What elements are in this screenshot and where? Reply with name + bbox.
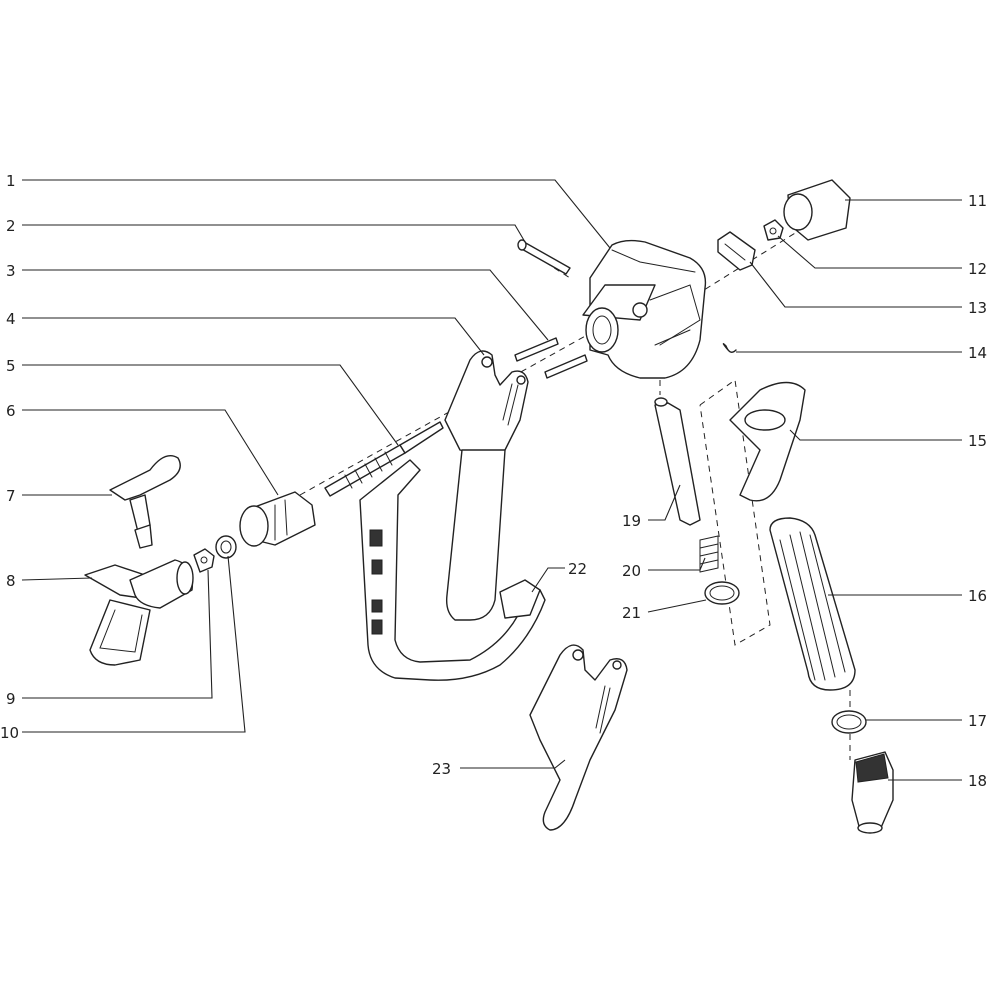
callout-13: 13 — [968, 299, 987, 317]
callout-4: 4 — [6, 310, 16, 328]
callout-8: 8 — [6, 572, 16, 590]
part-8-tip-guard — [84, 559, 194, 666]
part-13-packing — [717, 231, 756, 271]
part-20-spring — [699, 535, 719, 573]
callout-labels: 1 2 3 4 5 6 7 8 9 10 11 12 13 14 15 16 1… — [0, 172, 987, 790]
part-5-needle — [324, 421, 444, 497]
callout-2: 2 — [6, 217, 16, 235]
callout-22: 22 — [568, 560, 587, 578]
part-2-pin — [517, 239, 571, 275]
callout-23: 23 — [432, 760, 451, 778]
callout-17: 17 — [968, 712, 987, 730]
callout-12: 12 — [968, 260, 987, 278]
callout-18: 18 — [968, 772, 987, 790]
part-7-tip — [109, 455, 181, 549]
callout-11: 11 — [968, 192, 987, 210]
part-19-filter — [654, 397, 701, 526]
callout-7: 7 — [6, 487, 16, 505]
callout-6: 6 — [6, 402, 16, 420]
part-11-nut — [783, 179, 851, 241]
part-6-housing — [239, 491, 316, 547]
callout-19: 19 — [622, 512, 641, 530]
callout-15: 15 — [968, 432, 987, 450]
callout-1: 1 — [6, 172, 16, 190]
callout-3: 3 — [6, 262, 16, 280]
part-15-handle-cap — [729, 381, 806, 502]
part-1-gun-head — [582, 239, 707, 379]
part-4-trigger — [444, 350, 529, 456]
part-17-o-ring — [831, 710, 867, 734]
part-22-handle-frame — [359, 449, 546, 681]
callout-20: 20 — [622, 562, 641, 580]
part-10-gasket — [215, 535, 237, 559]
part-3-pins — [514, 337, 588, 379]
callout-21: 21 — [622, 604, 641, 622]
part-21-o-ring — [704, 581, 740, 605]
callout-16: 16 — [968, 587, 987, 605]
part-23-trigger — [529, 644, 628, 831]
part-12-nut — [763, 219, 784, 241]
callout-10: 10 — [0, 724, 19, 742]
callout-5: 5 — [6, 357, 16, 375]
part-14-clip — [722, 343, 737, 353]
part-18-swivel — [851, 751, 894, 834]
leader-lines — [21, 179, 962, 781]
callout-9: 9 — [6, 690, 16, 708]
callout-14: 14 — [968, 344, 987, 362]
part-16-grip — [769, 517, 856, 691]
part-9-seal — [193, 548, 215, 573]
